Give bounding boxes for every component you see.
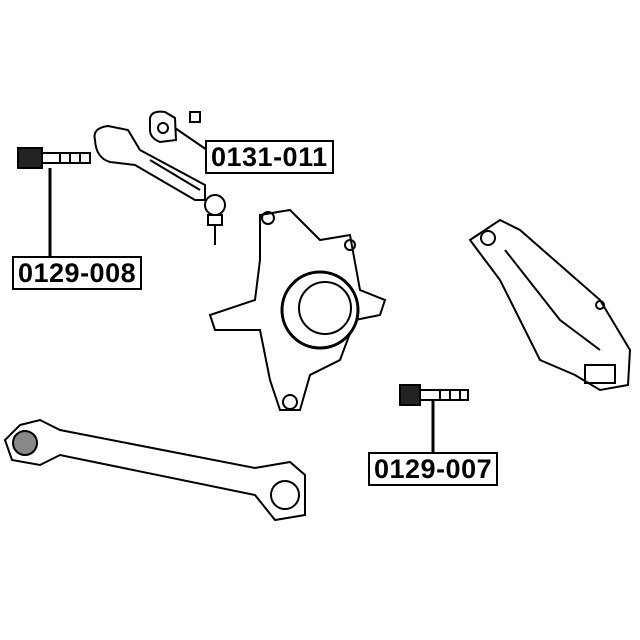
lateral-rod (3, 418, 306, 522)
upper-control-arm (93, 124, 226, 245)
part-label-0129-008[interactable]: 0129-008 (12, 256, 143, 290)
lower-control-arm (468, 218, 632, 392)
steering-knuckle (208, 208, 387, 411)
part-label-0129-007[interactable]: 0129-007 (368, 452, 499, 486)
bolt-0129-007 (399, 384, 469, 406)
part-label-0131-011[interactable]: 0131-011 (205, 140, 334, 174)
bolt-0129-008 (17, 147, 91, 169)
leader-line-0131-011 (174, 127, 208, 151)
bushing-part (149, 110, 201, 144)
